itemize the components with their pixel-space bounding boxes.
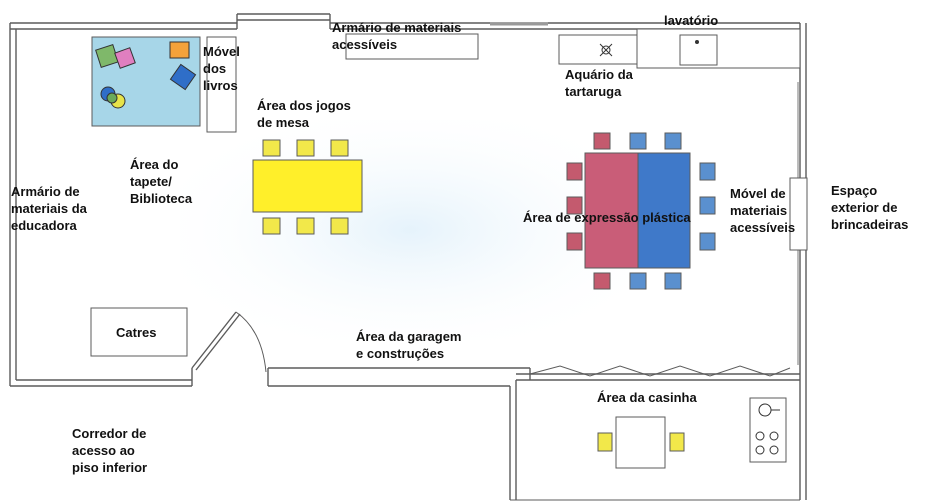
casinha-chair-left xyxy=(597,432,613,452)
label-armario-educadora: Armário de materiais da educadora xyxy=(11,184,87,233)
movel-dos-livros xyxy=(206,36,237,133)
jogos-table xyxy=(252,159,363,213)
stove-burners xyxy=(755,403,780,455)
label-armario-acessiveis: Armário de materiais acessíveis xyxy=(332,20,462,52)
expressao-table-blue xyxy=(637,152,691,269)
expressao-table-red xyxy=(584,152,639,269)
carpet-cushions xyxy=(95,41,197,109)
movel-acessiveis-right xyxy=(789,177,808,251)
lavatorio-sink xyxy=(679,34,718,66)
label-area-garagem: Área da garagem e construções xyxy=(356,329,462,361)
label-catres: Catres xyxy=(116,325,157,340)
aquario xyxy=(558,34,638,65)
casinha-table xyxy=(615,416,666,469)
jogos-chairs xyxy=(262,139,349,235)
label-movel-acessiveis: Móvel de materiais acessíveis xyxy=(730,186,796,235)
label-lavatorio: lavatório xyxy=(664,13,719,28)
label-area-expressao: Área de expressão plástica xyxy=(523,210,691,225)
casinha-chair-right xyxy=(669,432,685,452)
turtle-icon xyxy=(599,43,613,57)
expressao-chairs-blue xyxy=(629,132,716,290)
label-area-jogos: Área dos jogos de mesa xyxy=(257,98,351,130)
walls xyxy=(9,13,807,501)
label-aquario: Aquário da tartaruga xyxy=(565,67,633,99)
floor-wash xyxy=(180,120,640,340)
label-corredor: Corredor de acesso ao piso inferior xyxy=(72,426,148,475)
expressao-chairs-red xyxy=(566,132,611,290)
armario-acessiveis-top xyxy=(345,33,479,60)
stove xyxy=(749,397,787,463)
lavatorio-counter xyxy=(636,28,801,69)
label-espaco-exterior: Espaço exterior de brincadeiras xyxy=(831,183,909,232)
label-area-casinha: Área da casinha xyxy=(597,390,697,405)
label-area-tapete: Área do tapete/ Biblioteca xyxy=(130,157,193,206)
label-movel-livros: Móvel dos livros xyxy=(203,44,240,93)
catres-box xyxy=(90,307,188,357)
